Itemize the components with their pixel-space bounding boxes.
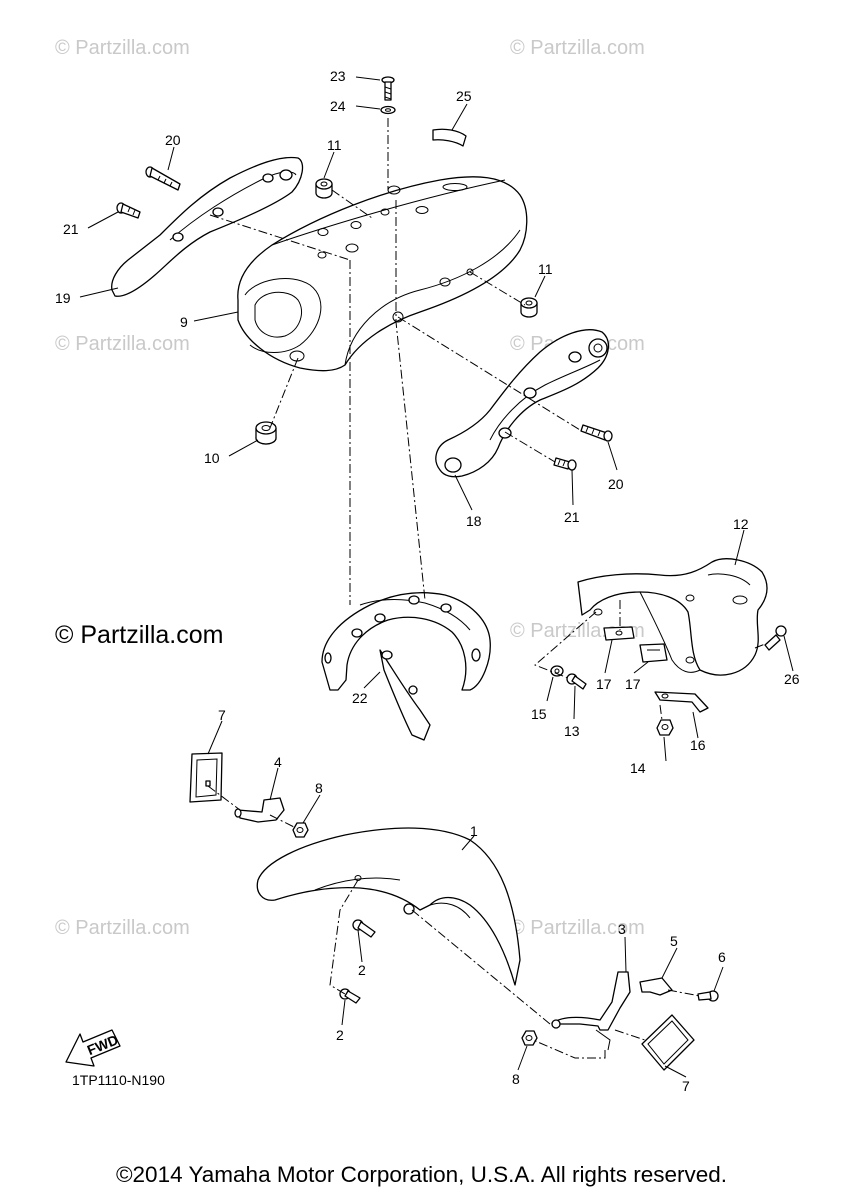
side-rail-18[interactable] (435, 329, 609, 478)
reflector-7-top[interactable] (189, 752, 223, 803)
nut-14[interactable] (656, 719, 674, 736)
callout-21: 21 (63, 221, 79, 237)
fwd-arrow-icon: FWD (65, 1029, 121, 1067)
callout-7: 7 (682, 1078, 690, 1094)
nut-8-bottom[interactable] (521, 1030, 538, 1046)
assembly-lines (207, 118, 771, 1059)
watermark: © Partzilla.com (55, 333, 190, 355)
leader-lines (79, 76, 794, 1078)
watermark-bold: © Partzilla.com (55, 621, 224, 649)
bracket-16[interactable] (654, 691, 709, 713)
callout-9: 9 (180, 314, 188, 330)
bolt-21-right[interactable] (553, 457, 577, 471)
watermark: © Partzilla.com (55, 917, 190, 939)
callout-20: 20 (608, 476, 624, 492)
callout-8: 8 (315, 780, 323, 796)
callout-2: 2 (358, 962, 366, 978)
side-rail-19[interactable] (111, 156, 304, 297)
callout-3: 3 (618, 921, 626, 937)
callout-8: 8 (512, 1071, 520, 1087)
grommet-10[interactable] (255, 421, 277, 445)
callout-23: 23 (330, 68, 346, 84)
fender-stay-22[interactable] (321, 592, 491, 741)
callout-4: 4 (274, 754, 282, 770)
reflector-bracket-5[interactable] (639, 977, 673, 996)
bolt-2-upper[interactable] (352, 919, 376, 938)
bolt-20-right[interactable] (580, 424, 613, 442)
reflector-7-bottom[interactable] (641, 1014, 695, 1071)
callout-10: 10 (204, 450, 220, 466)
callout-5: 5 (670, 933, 678, 949)
diagram-code: 1TP1110-N190 (72, 1072, 165, 1088)
watermark: © Partzilla.com (510, 37, 645, 59)
callout-1: 1 (470, 823, 478, 839)
callout-13: 13 (564, 723, 580, 739)
bolt-20-left[interactable] (145, 166, 181, 191)
callout-18: 18 (466, 513, 482, 529)
clip-17-right[interactable] (639, 643, 668, 663)
bolt-2-lower[interactable] (339, 988, 361, 1004)
callout-16: 16 (690, 737, 706, 753)
grommet-11-top[interactable] (315, 178, 333, 199)
callout-17: 17 (596, 676, 612, 692)
washer-24[interactable] (380, 105, 396, 115)
front-stay-3[interactable] (551, 971, 631, 1051)
callout-17: 17 (625, 676, 641, 692)
bolt-13[interactable] (566, 673, 587, 690)
callout-22: 22 (352, 690, 368, 706)
callout-26: 26 (784, 671, 800, 687)
callout-2: 2 (336, 1027, 344, 1043)
fwd-label: FWD (85, 1031, 121, 1058)
rear-fender[interactable] (237, 176, 528, 372)
grommet-11-right[interactable] (520, 297, 538, 318)
label-25[interactable] (432, 128, 467, 147)
bolt-21-left[interactable] (116, 202, 141, 219)
callout-15: 15 (531, 706, 547, 722)
callout-11: 11 (327, 137, 342, 153)
bolt-26[interactable] (764, 625, 787, 651)
callout-14: 14 (630, 760, 646, 776)
callout-21: 21 (564, 509, 580, 525)
callout-25: 25 (456, 88, 472, 104)
front-fender-1[interactable] (256, 827, 521, 986)
watermark: © Partzilla.com (510, 917, 645, 939)
copyright-notice: ©2014 Yamaha Motor Corporation, U.S.A. A… (115, 1162, 728, 1187)
bolt-23[interactable] (381, 76, 395, 101)
callout-20: 20 (165, 132, 181, 148)
bolt-6[interactable] (697, 990, 719, 1002)
callout-11: 11 (538, 261, 553, 277)
nut-8-top[interactable] (292, 822, 309, 838)
callout-6: 6 (718, 949, 726, 965)
watermark: © Partzilla.com (55, 37, 190, 59)
callout-labels: 23 24 25 20 11 21 19 9 11 10 20 18 21 12… (55, 68, 800, 1094)
rear-inner-fender-12[interactable] (577, 558, 768, 676)
callout-19: 19 (55, 290, 71, 306)
clip-17-left[interactable] (603, 626, 635, 641)
callout-12: 12 (733, 516, 749, 532)
callout-24: 24 (330, 98, 346, 114)
washer-15[interactable] (550, 665, 564, 677)
callout-7: 7 (218, 707, 226, 723)
